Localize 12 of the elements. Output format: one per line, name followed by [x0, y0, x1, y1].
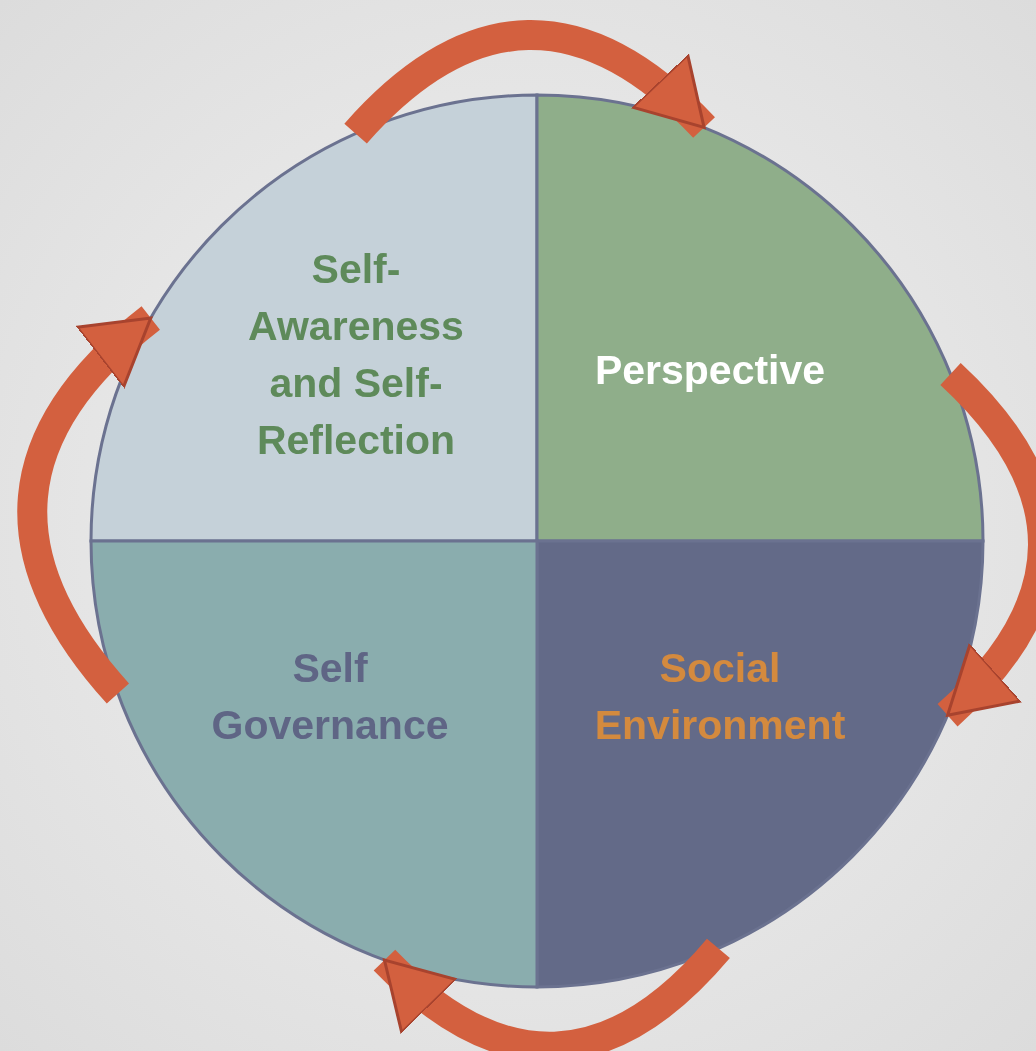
quadrant-segment — [537, 541, 983, 987]
segment-label: Self-Awareness and Self-Reflection — [247, 245, 465, 465]
segment-label: Perspective — [593, 345, 827, 395]
curved-arrow — [374, 938, 730, 1051]
curved-arrow — [17, 306, 161, 704]
curved-arrow — [937, 363, 1036, 726]
segment-label: Self Governance — [210, 644, 450, 750]
curved-arrow — [344, 20, 715, 144]
quadrant-segment — [537, 95, 983, 541]
quadrant-segment — [91, 95, 537, 541]
segment-label: Social Environment — [593, 644, 847, 750]
quadrant-segment — [91, 541, 537, 987]
